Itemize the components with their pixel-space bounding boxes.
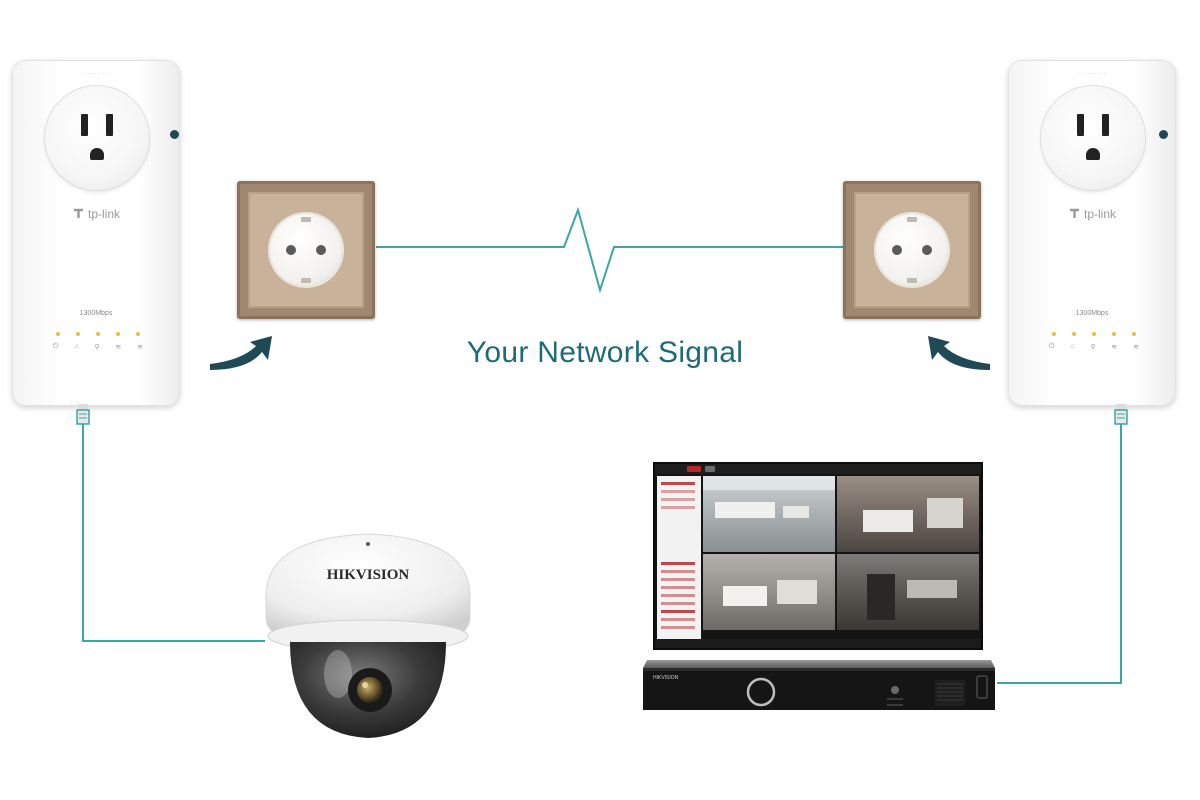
sidebar-item[interactable] bbox=[661, 594, 695, 597]
powerline-icon: ⌂ bbox=[74, 343, 78, 351]
camera-view[interactable] bbox=[837, 476, 979, 552]
sidebar-item[interactable] bbox=[661, 482, 695, 485]
led-indicator-icon bbox=[76, 332, 80, 336]
tp-link-logo-icon bbox=[1068, 207, 1081, 220]
socket-clip bbox=[301, 278, 311, 283]
adapter-brand-label: tp-link bbox=[1084, 207, 1116, 221]
sidebar-item[interactable] bbox=[661, 498, 695, 501]
sidebar-item[interactable] bbox=[661, 586, 695, 589]
sidebar-item[interactable] bbox=[661, 626, 695, 629]
camera-brand-label: HIKVISION bbox=[327, 567, 410, 583]
app-tab[interactable] bbox=[705, 466, 715, 472]
led-row bbox=[1052, 332, 1136, 336]
ethernet-plug-icon bbox=[68, 404, 98, 426]
nvr-monitor-screen bbox=[655, 464, 981, 648]
led-indicator-icon bbox=[56, 332, 60, 336]
wall-socket-plate bbox=[248, 192, 364, 308]
sidebar-item[interactable] bbox=[661, 570, 695, 573]
wall-socket-plate bbox=[854, 192, 970, 308]
sidebar-item[interactable] bbox=[661, 506, 695, 509]
sidebar-item[interactable] bbox=[661, 562, 695, 565]
camera-view[interactable] bbox=[703, 476, 835, 552]
led-indicator-icon bbox=[1052, 332, 1056, 336]
us-outlet bbox=[1041, 86, 1145, 190]
ethernet-icon: ⚲ bbox=[1090, 343, 1095, 351]
socket-clip bbox=[301, 217, 311, 222]
model-text: ·· ···· ··· bbox=[1008, 71, 1176, 77]
outlet-ground bbox=[90, 148, 104, 160]
powerline-icon: ⌂ bbox=[1070, 343, 1074, 351]
wall-socket-face bbox=[876, 214, 948, 286]
socket-clip bbox=[907, 278, 917, 283]
led-icon-row: ⏻ ⌂ ⚲ ≋ ≋ bbox=[1049, 343, 1139, 351]
socket-hole bbox=[316, 245, 326, 255]
outlet-slot bbox=[81, 114, 88, 136]
left-wall-socket bbox=[237, 181, 375, 319]
right-powerline-adapter: ·· ···· ··· tp-link 1300Mbps ⏻ ⌂ ⚲ ≋ ≋ bbox=[1008, 60, 1176, 406]
led-indicator-icon bbox=[116, 332, 120, 336]
led-indicator-icon bbox=[1072, 332, 1076, 336]
diagram-title: Your Network Signal bbox=[440, 336, 770, 370]
sidebar-item[interactable] bbox=[661, 618, 695, 621]
led-indicator-icon bbox=[1132, 332, 1136, 336]
adapter-brand: tp-link bbox=[1008, 207, 1176, 221]
app-top-bar bbox=[655, 464, 981, 474]
outlet-slot bbox=[1102, 114, 1109, 136]
wifi5-icon: ≋ bbox=[137, 343, 143, 351]
arrow-down-icon bbox=[926, 334, 992, 374]
right-wall-socket bbox=[843, 181, 981, 319]
led-indicator-icon bbox=[1112, 332, 1116, 336]
power-icon: ⏻ bbox=[1049, 343, 1055, 351]
sidebar-item[interactable] bbox=[661, 578, 695, 581]
wall-socket-face bbox=[270, 214, 342, 286]
ethernet-plug-icon bbox=[1106, 404, 1136, 426]
outlet-slot bbox=[106, 114, 113, 136]
led-indicator-icon bbox=[96, 332, 100, 336]
camera-view[interactable] bbox=[837, 554, 979, 630]
pair-button[interactable] bbox=[1159, 130, 1168, 139]
sidebar-item[interactable] bbox=[661, 602, 695, 605]
sidebar-item[interactable] bbox=[661, 490, 695, 493]
tp-link-logo-icon bbox=[72, 207, 85, 220]
outlet-ground bbox=[1086, 148, 1100, 160]
adapter-brand-label: tp-link bbox=[88, 207, 120, 221]
arrow-up-icon bbox=[208, 334, 274, 374]
sidebar-item[interactable] bbox=[661, 610, 695, 613]
camera-cable-line bbox=[83, 420, 265, 641]
device-sidebar bbox=[657, 476, 701, 644]
nvr-brand-label: HIKVISION bbox=[653, 675, 679, 681]
left-powerline-adapter: ·· ···· ··· tp-link 1300Mbps ⏻ ⌂ ⚲ ≋ ≋ bbox=[12, 60, 180, 406]
led-indicator-icon bbox=[1092, 332, 1096, 336]
led-row bbox=[56, 332, 140, 336]
adapter-brand: tp-link bbox=[12, 207, 180, 221]
power-icon: ⏻ bbox=[53, 343, 59, 351]
wifi-icon: ≋ bbox=[115, 343, 121, 351]
wifi5-icon: ≋ bbox=[1133, 343, 1139, 351]
nvr-recorder: HIKVISION bbox=[641, 656, 997, 712]
model-text: ·· ···· ··· bbox=[12, 71, 180, 77]
ethernet-icon: ⚲ bbox=[94, 343, 99, 351]
nvr-vent-grille bbox=[935, 680, 965, 706]
wifi-icon: ≋ bbox=[1111, 343, 1117, 351]
app-tab[interactable] bbox=[687, 466, 701, 472]
led-indicator-icon bbox=[136, 332, 140, 336]
led-icon-row: ⏻ ⌂ ⚲ ≋ ≋ bbox=[53, 343, 143, 351]
dome-camera: HIKVISION bbox=[258, 524, 478, 746]
socket-hole bbox=[286, 245, 296, 255]
outlet-slot bbox=[1077, 114, 1084, 136]
socket-hole bbox=[892, 245, 902, 255]
adapter-speed: 1300Mbps bbox=[12, 310, 180, 317]
screen-taskbar bbox=[655, 639, 981, 648]
us-outlet bbox=[45, 86, 149, 190]
signal-wave-line bbox=[376, 210, 844, 290]
adapter-speed: 1300Mbps bbox=[1008, 310, 1176, 317]
pair-button[interactable] bbox=[170, 130, 179, 139]
nvr-cable-line bbox=[997, 420, 1121, 683]
socket-hole bbox=[922, 245, 932, 255]
socket-clip bbox=[907, 217, 917, 222]
camera-view[interactable] bbox=[703, 554, 835, 630]
